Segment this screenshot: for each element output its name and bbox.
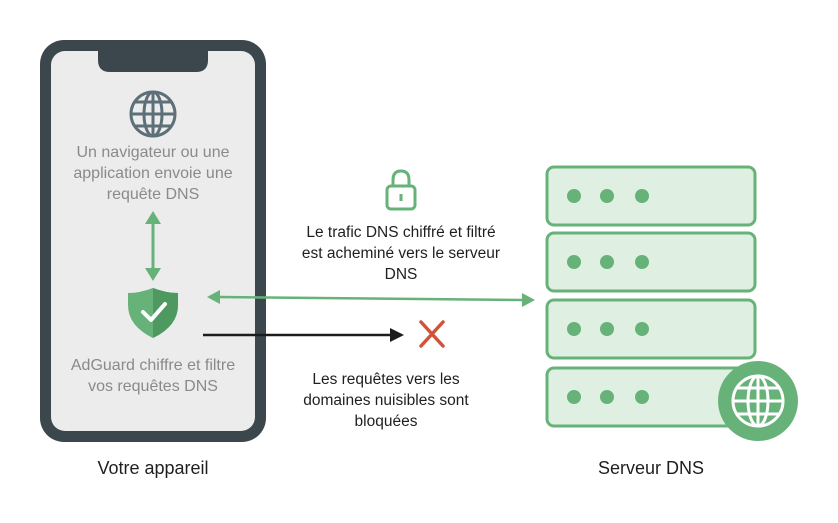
- adguard-text: AdGuard chiffre et filtre vos requêtes D…: [51, 355, 255, 397]
- lock-icon: [385, 169, 417, 211]
- globe-icon: [129, 90, 177, 138]
- device-label: Votre appareil: [97, 458, 209, 478]
- server-unit: [545, 366, 757, 428]
- server-unit: [545, 165, 757, 227]
- browser-text-line: requête DNS: [106, 186, 200, 203]
- encrypted-traffic-text: Le trafic DNS chiffré et filtré est ache…: [270, 222, 532, 285]
- encrypted-text-line: Le trafic DNS chiffré et filtré: [306, 224, 496, 241]
- blocked-text-line: bloquées: [354, 413, 418, 430]
- encrypted-text-line: est acheminé vers le serveur: [301, 245, 501, 262]
- server-unit: [545, 231, 757, 293]
- browser-text-line: Un navigateur ou une: [76, 144, 230, 161]
- blocked-request-arrow: [203, 328, 404, 342]
- encrypted-text-line: DNS: [384, 266, 418, 283]
- browser-request-text: Un navigateur ou une application envoie …: [51, 142, 255, 205]
- vertical-double-arrow: [145, 211, 161, 281]
- blocked-text-line: domaines nuisibles sont: [303, 392, 469, 409]
- blocked-text-line: Les requêtes vers les: [312, 371, 460, 388]
- blocked-requests-text: Les requêtes vers les domaines nuisibles…: [270, 369, 502, 432]
- adguard-text-line: vos requêtes DNS: [88, 378, 218, 395]
- globe-badge-icon: [718, 361, 798, 441]
- server-unit: [545, 298, 757, 360]
- shield-check-icon: [128, 288, 178, 338]
- server-label: Serveur DNS: [597, 458, 705, 478]
- server-stack: [545, 165, 757, 428]
- adguard-text-line: AdGuard chiffre et filtre: [70, 357, 236, 374]
- browser-text-line: application envoie une: [73, 165, 233, 182]
- encrypted-traffic-arrow: [207, 290, 535, 307]
- phone-notch: [98, 51, 208, 72]
- cross-icon: [419, 320, 445, 348]
